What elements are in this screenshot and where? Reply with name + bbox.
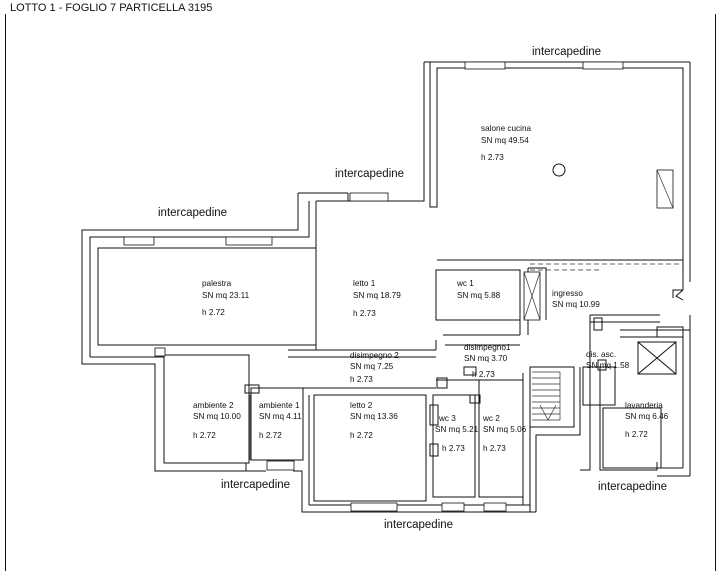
room-disimpegno-2: disimpegno 2 SN mq 7.25 h 2.73: [350, 351, 399, 384]
entrance-arrow-icon: [675, 289, 684, 301]
room-name: disimpegno 2: [350, 351, 399, 360]
room-area: SN mq 3.70: [464, 354, 508, 363]
room-height: h 2.73: [442, 444, 465, 453]
room-height: h 2.72: [625, 430, 648, 439]
room-height: h 2.73: [483, 444, 506, 453]
room-name: ambiente 1: [259, 401, 300, 410]
staircase-icon: [532, 371, 561, 421]
room-lavanderia: lavanderia SN mq 6.46 h 2.72: [625, 401, 669, 439]
room-disimpegno1: disimpegno1 SN mq 3.70 h 2.73: [464, 343, 511, 379]
room-palestra: palestra SN mq 23.11 h 2.72: [202, 279, 250, 317]
room-area: SN mq 1.58: [586, 361, 630, 370]
room-area: SN mq 5.06: [483, 425, 527, 434]
page-frame: [5, 14, 716, 571]
room-area: SN mq 10.00: [193, 412, 241, 421]
room-area: SN mq 23.11: [202, 291, 250, 300]
room-height: h 2.73: [472, 370, 495, 379]
room-name: wc 3: [438, 414, 456, 423]
intercapedine-labels: intercapedine intercapedine intercapedin…: [158, 46, 667, 531]
room-name: wc 2: [482, 414, 500, 423]
room-name: disimpegno1: [464, 343, 511, 352]
room-name: lavanderia: [625, 401, 663, 410]
room-height: h 2.72: [350, 431, 373, 440]
room-name: dis. asc.: [586, 350, 616, 359]
room-dis-asc: dis. asc. SN mq 1.58: [586, 350, 630, 370]
room-height: h 2.72: [202, 308, 225, 317]
room-area: SN mq 18.79: [353, 291, 401, 300]
intercapedine-label: intercapedine: [335, 168, 404, 180]
room-letto-2: letto 2 SN mq 13.36 h 2.72: [350, 401, 398, 440]
room-area: SN mq 4.11: [259, 412, 302, 421]
intercapedine-label: intercapedine: [598, 481, 667, 493]
exterior-walls: [81, 61, 691, 513]
plan-title: LOTTO 1 - FOGLIO 7 PARTICELLA 3195: [10, 2, 212, 14]
room-wc-2: wc 2 SN mq 5.06 h 2.73: [482, 414, 527, 453]
room-area: SN mq 7.25: [350, 362, 394, 371]
room-ambiente-2: ambiente 2 SN mq 10.00 h 2.72: [193, 401, 241, 440]
room-height: h 2.73: [481, 153, 504, 162]
room-height: h 2.73: [353, 309, 376, 318]
intercapedine-label: intercapedine: [384, 519, 453, 531]
room-height: h 2.72: [193, 431, 216, 440]
room-wc-1: wc 1 SN mq 5.88: [456, 279, 501, 300]
room-name: letto 2: [350, 401, 373, 410]
room-area: SN mq 49.54: [481, 136, 529, 145]
room-name: salone cucina: [481, 124, 532, 133]
lift-shaft-icon: [637, 341, 677, 375]
column-icon: [552, 163, 566, 177]
intercapedine-label: intercapedine: [158, 207, 227, 219]
room-salone-cucina: salone cucina SN mq 49.54 h 2.73: [481, 124, 532, 162]
room-name: ingresso: [552, 289, 583, 298]
intercapedine-label: intercapedine: [221, 479, 290, 491]
interior-details: [244, 163, 684, 460]
room-wc-3: wc 3 SN mq 5.21 h 2.73: [435, 414, 479, 453]
intercapedine-label: intercapedine: [532, 46, 601, 58]
room-letto-1: letto 1 SN mq 18.79 h 2.73: [353, 279, 401, 318]
room-area: SN mq 5.88: [457, 291, 501, 300]
room-height: h 2.72: [259, 431, 282, 440]
room-area: SN mq 13.36: [350, 412, 398, 421]
room-name: letto 1: [353, 279, 376, 288]
room-ambiente-1: ambiente 1 SN mq 4.11 h 2.72: [259, 401, 302, 440]
room-area: SN mq 6.46: [625, 412, 669, 421]
room-area: SN mq 5.21: [435, 425, 479, 434]
room-area: SN mq 10.99: [552, 300, 600, 309]
room-height: h 2.73: [350, 375, 373, 384]
room-name: wc 1: [456, 279, 474, 288]
room-name: ambiente 2: [193, 401, 234, 410]
room-name: palestra: [202, 279, 232, 288]
room-ingresso: ingresso SN mq 10.99: [552, 289, 600, 309]
